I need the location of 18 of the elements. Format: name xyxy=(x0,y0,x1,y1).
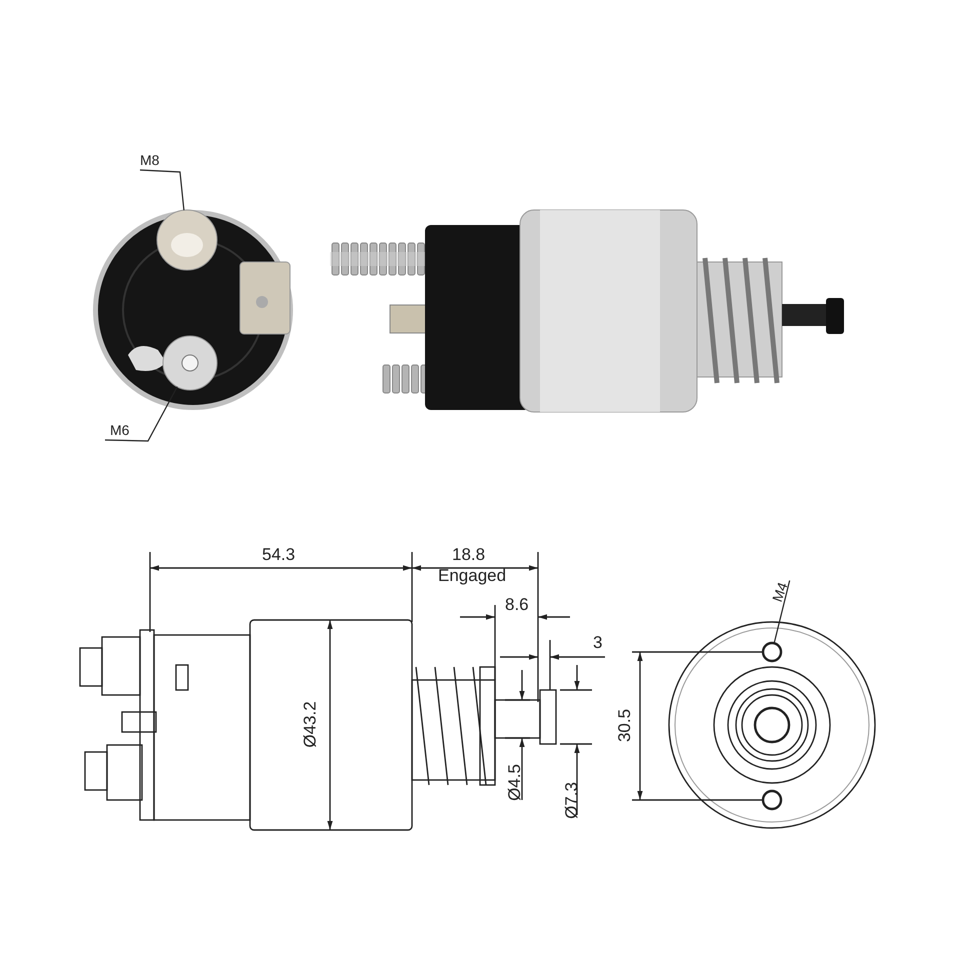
thread-size-label: M8 xyxy=(140,153,160,167)
dimension-value: 30.5 xyxy=(616,708,634,742)
leader-line xyxy=(104,386,178,442)
dimension-value: 54.3 xyxy=(262,546,296,563)
dimension-value: Ø7.3 xyxy=(562,782,580,819)
leader-line xyxy=(140,169,185,210)
dimension-value: 3 xyxy=(593,634,602,651)
dimension-note: Engaged xyxy=(438,567,506,584)
terminal-stud xyxy=(162,336,218,390)
dimension-value: Ø43.2 xyxy=(302,701,319,748)
dimension-value: Ø4.5 xyxy=(506,764,523,801)
leader-line xyxy=(774,580,790,644)
mounting-hole xyxy=(762,642,782,662)
terminal-stud xyxy=(156,210,218,270)
dimension-value: 18.8 xyxy=(452,546,486,563)
thread-size-label: M4 xyxy=(770,580,790,604)
dimension-value: 8.6 xyxy=(505,596,529,613)
thread-size-label: M6 xyxy=(110,423,130,437)
